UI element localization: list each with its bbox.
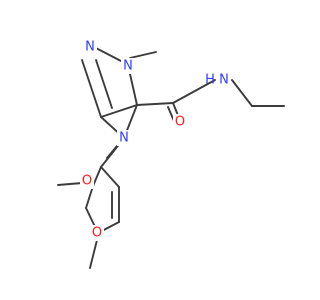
aryl-bond (100, 166, 120, 188)
atom-label-methoxy-o-2: O (82, 174, 92, 189)
atom-label-layer: N N N N H O O O (80, 39, 231, 241)
label-background (90, 225, 104, 241)
label-background (83, 39, 97, 55)
ring-bond (100, 104, 138, 118)
methyl-bond (129, 51, 157, 59)
ring-bond (129, 73, 138, 106)
amide-bond (136, 102, 174, 106)
molecule-canvas: N N N N H O O O (57, 39, 285, 269)
label-background (173, 114, 187, 130)
atom-label-amide-h: H (205, 73, 215, 88)
atom-label-pyrazole-n2: N (85, 40, 95, 55)
bond-layer (57, 45, 285, 269)
ring-bond (81, 59, 102, 118)
atom-label-pyrazole-n1: N (123, 59, 133, 74)
label-background (217, 72, 231, 88)
atom-label-carbonyl-o: O (175, 115, 185, 130)
label-background (80, 173, 94, 189)
atom-label-imine-n: N (119, 131, 129, 146)
label-background (117, 130, 131, 146)
structure-diagram: N N N N H O O O (57, 39, 285, 269)
aryl-bond (92, 166, 102, 187)
methoxy-bond (57, 182, 83, 186)
imine-bond (100, 151, 114, 168)
amide-bond (172, 79, 216, 104)
methoxy-bond (89, 239, 98, 269)
aryl-bond (85, 185, 94, 209)
ring-bond (95, 59, 113, 109)
label-background (121, 58, 135, 74)
propyl-bond (231, 79, 253, 107)
atom-label-methoxy-o-3: O (92, 226, 102, 241)
atom-label-amide-n: N (219, 73, 229, 88)
